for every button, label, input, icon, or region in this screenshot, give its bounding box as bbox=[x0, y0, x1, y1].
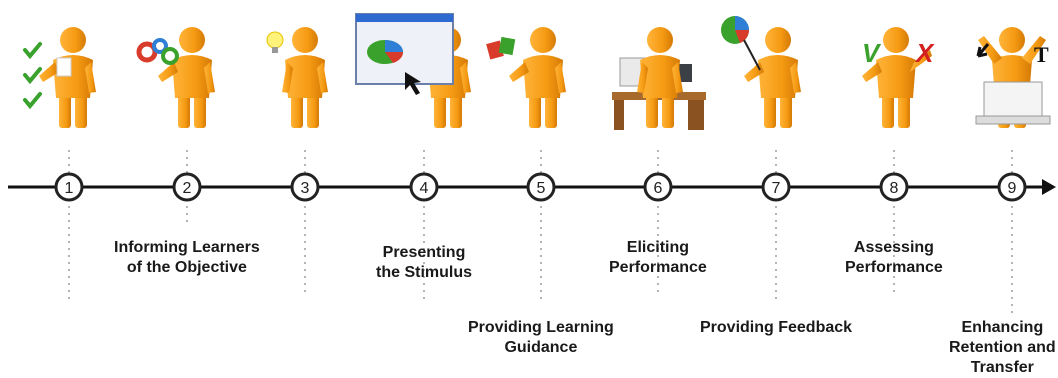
step-label-line: Eliciting bbox=[626, 239, 690, 256]
step-marker: 5 bbox=[526, 172, 556, 202]
person-figure bbox=[158, 27, 215, 128]
step-label-line: Transfer bbox=[970, 359, 1034, 376]
step-label: Presenting the Stimulus bbox=[376, 243, 472, 283]
step-marker: 6 bbox=[643, 172, 673, 202]
step-number: 2 bbox=[183, 180, 192, 197]
step-number: 6 bbox=[654, 180, 663, 197]
step-number: 8 bbox=[890, 180, 899, 197]
person-figure bbox=[744, 27, 801, 128]
step-marker: 8 bbox=[879, 172, 909, 202]
step-circle bbox=[526, 172, 556, 202]
cursor-icon bbox=[405, 72, 421, 95]
person-figure bbox=[282, 27, 328, 128]
step-circle bbox=[54, 172, 84, 202]
step-marker: 4 bbox=[409, 172, 439, 202]
step-number: 3 bbox=[301, 180, 310, 197]
step-label-line: Assessing bbox=[853, 239, 934, 256]
step-label-line: Guidance bbox=[504, 339, 578, 356]
person-figure bbox=[39, 27, 96, 128]
checklist-icon bbox=[23, 42, 72, 110]
step-marker: 2 bbox=[172, 172, 202, 202]
cross-mark: X bbox=[914, 38, 935, 68]
step-number: 7 bbox=[772, 180, 781, 197]
step-label: Informing Learners of the Objective bbox=[114, 238, 260, 278]
arrow-head-icon bbox=[1042, 179, 1056, 195]
step-label-line: Retention and bbox=[949, 339, 1056, 356]
step-number: 4 bbox=[420, 180, 429, 197]
laptop-arrow-icon: T bbox=[975, 42, 1051, 125]
step-label-line: Presenting bbox=[382, 244, 466, 261]
step-number: 5 bbox=[537, 180, 546, 197]
person-figure bbox=[862, 27, 932, 128]
person-figure bbox=[637, 27, 683, 128]
step-label: Providing Feedback bbox=[700, 318, 852, 338]
puzzle-icon bbox=[486, 36, 516, 60]
step-label-line: Providing Feedback bbox=[700, 319, 853, 336]
step-marker: 1 bbox=[54, 172, 84, 202]
presentation-screen-icon bbox=[355, 13, 454, 95]
person-figure bbox=[509, 27, 566, 128]
step-label-line: of the Objective bbox=[126, 259, 247, 276]
step-label-line: Performance bbox=[845, 259, 943, 276]
step-marker: 3 bbox=[290, 172, 320, 202]
step-circle bbox=[879, 172, 909, 202]
step-circle bbox=[409, 172, 439, 202]
step-number: 9 bbox=[1008, 180, 1017, 197]
pie-chart-pointer-icon bbox=[721, 16, 761, 71]
check-mark: V bbox=[862, 38, 882, 68]
letter-t: T bbox=[1034, 42, 1049, 67]
step-label-line: Enhancing bbox=[961, 319, 1044, 336]
step-circle bbox=[172, 172, 202, 202]
step-circle bbox=[997, 172, 1027, 202]
step-label-line: Performance bbox=[609, 259, 707, 276]
lightbulb-icon bbox=[266, 31, 284, 53]
step-marker: 9 bbox=[997, 172, 1027, 202]
step-circle bbox=[643, 172, 673, 202]
gears-icon bbox=[136, 38, 179, 65]
step-label-line: Informing Learners bbox=[114, 239, 260, 256]
step-label-line: the Stimulus bbox=[376, 264, 473, 281]
step-number: 1 bbox=[65, 180, 74, 197]
step-circle bbox=[290, 172, 320, 202]
step-marker: 7 bbox=[761, 172, 791, 202]
step-label-line: Providing Learning bbox=[468, 319, 614, 336]
step-markers: 1 2 3 4 5 6 7 8 9 bbox=[54, 172, 1027, 202]
step-circle bbox=[761, 172, 791, 202]
